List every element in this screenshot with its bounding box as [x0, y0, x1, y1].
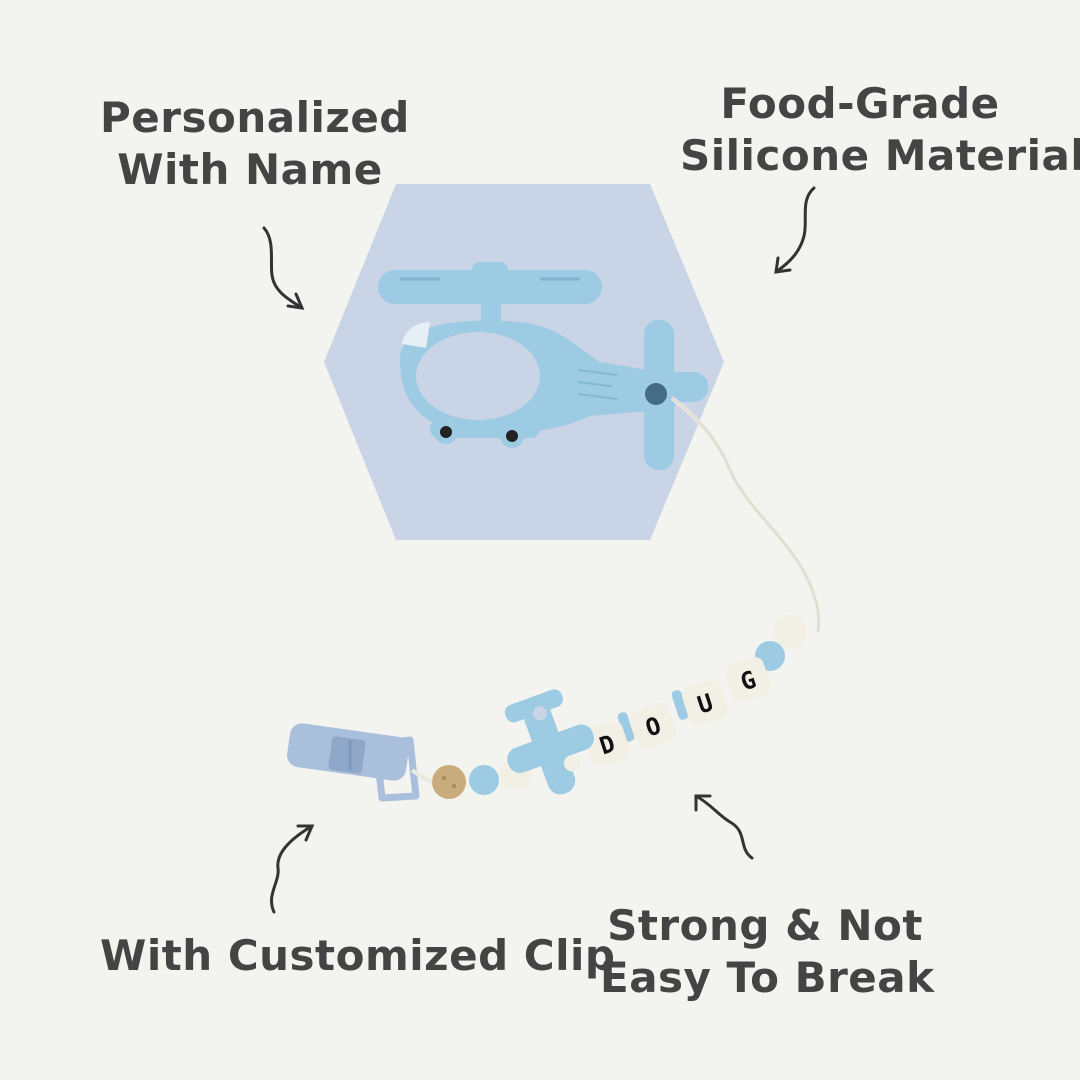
bead-chain	[432, 615, 807, 799]
callout-food-grade-line2: Silicone Material	[680, 131, 1080, 180]
spacer-bead	[617, 712, 635, 742]
callout-strong: Strong & Not Easy To Break	[600, 900, 935, 1004]
callout-personalized: Personalized With Name	[100, 92, 410, 196]
callout-personalized-line1: Personalized	[100, 93, 410, 142]
airplane-bead-icon	[504, 689, 594, 795]
callout-strong-line1: Strong & Not	[607, 901, 923, 950]
letter-bead-g: G	[725, 657, 771, 703]
letter-bead-d: D	[584, 721, 630, 767]
callout-clip: With Customized Clip	[100, 930, 616, 982]
arrow-food-grade-icon	[774, 186, 816, 274]
arrow-strong-icon	[694, 794, 754, 860]
callout-food-grade-line1: Food-Grade	[720, 79, 1000, 128]
spacer-bead	[671, 690, 689, 720]
callout-strong-line2: Easy To Break	[600, 953, 935, 1002]
bead-blue	[469, 765, 499, 795]
callout-clip-line1: With Customized Clip	[100, 931, 616, 980]
callout-food-grade: Food-Grade Silicone Material	[680, 78, 1080, 182]
letter-bead-o: O	[630, 703, 676, 749]
bead-white	[773, 615, 807, 649]
pacifier-clip-icon	[287, 723, 433, 802]
arrow-personalized-icon	[262, 226, 305, 310]
letter-bead-u: U	[682, 680, 728, 726]
bead-wood	[432, 765, 466, 799]
helicopter-teether-icon	[378, 262, 708, 470]
callout-personalized-line2: With Name	[117, 145, 383, 194]
arrow-clip-icon	[270, 824, 315, 914]
